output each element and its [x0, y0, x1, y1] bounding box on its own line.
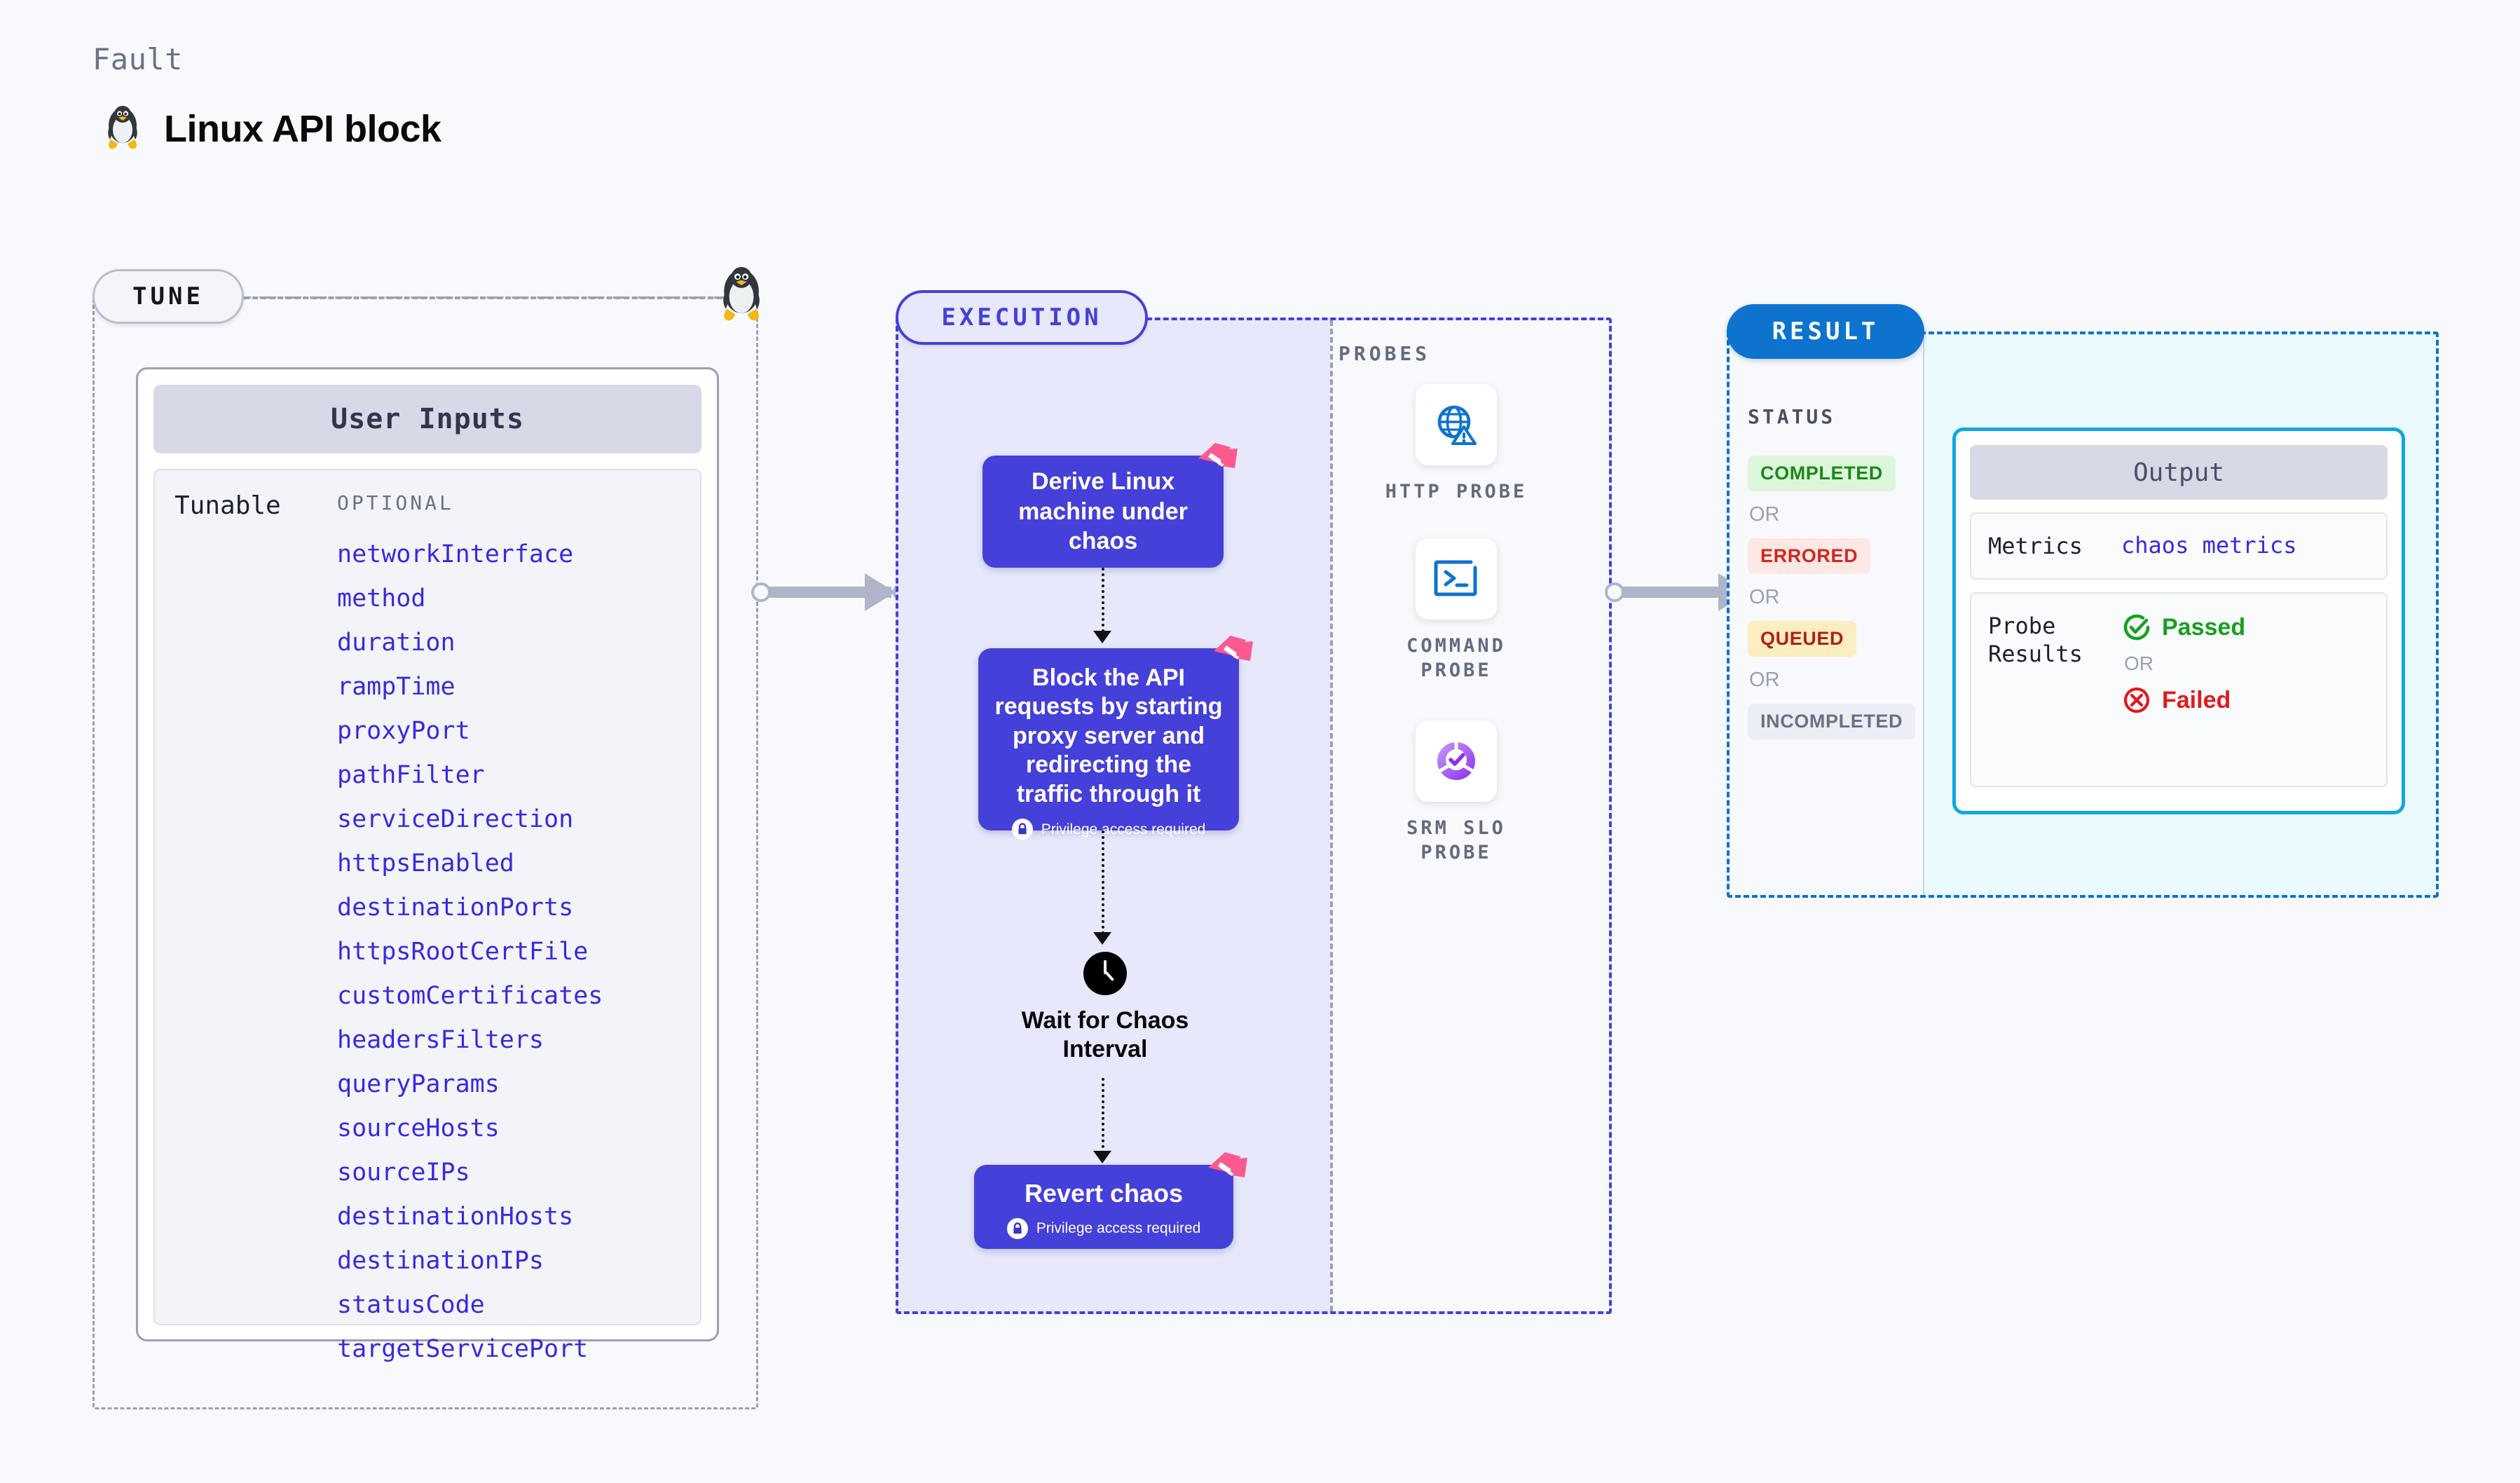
metrics-key: Metrics: [1988, 533, 2083, 559]
lock-icon: [1006, 1218, 1028, 1239]
result-section-pill[interactable]: RESULT: [1727, 304, 1924, 359]
parameter-item[interactable]: destinationIPs: [337, 1247, 545, 1275]
tune-to-execution-arrow: [751, 573, 912, 611]
connector-block-to-wait: [1102, 831, 1104, 934]
tunable-body: Tunable OPTIONAL networkInterface method d…: [153, 469, 701, 1362]
parameter-item[interactable]: pathFilter: [337, 761, 485, 789]
probe-result-failed: Failed: [2121, 685, 2369, 716]
probes-title: PROBES: [1338, 342, 1431, 365]
optional-parameters-column: OPTIONAL networkInterface method duration r…: [337, 491, 700, 1362]
connector-derive-to-block: [1102, 568, 1104, 632]
execution-node-wait-interval-label: Wait for Chaos Interval: [1021, 1007, 1189, 1063]
parameter-item[interactable]: duration: [337, 629, 456, 657]
probe-result-failed-label: Failed: [2162, 686, 2231, 713]
output-card: Output Metrics chaos metrics Probe Resul…: [1952, 428, 2405, 814]
x-circle-icon: [2123, 687, 2150, 713]
tune-connector-line: [244, 296, 730, 299]
status-badge: INCOMPLETED: [1748, 704, 1916, 739]
slo-donut-check-icon: [1416, 720, 1497, 802]
tux-penguin-icon: [102, 104, 143, 153]
terminal-icon: [1416, 538, 1497, 620]
globe-warning-icon: [1416, 384, 1497, 465]
connector-wait-to-revert: [1102, 1078, 1104, 1154]
litmus-chaos-badge-icon: [1214, 636, 1253, 661]
execution-node-block-api-label: Block the API requests by starting proxy…: [994, 664, 1223, 807]
privilege-access-label: Privilege access required: [1036, 1220, 1201, 1236]
page-title-row: Linux API block: [102, 104, 441, 153]
probe-srm-slo[interactable]: SRM SLO PROBE: [1365, 720, 1547, 865]
parameter-item[interactable]: targetServicePort: [337, 1335, 589, 1363]
probe-result-passed: Passed: [2121, 612, 2369, 643]
user-inputs-card: User Inputs Tunable OPTIONAL networkInte…: [136, 367, 719, 1362]
probe-command[interactable]: COMMAND PROBE: [1365, 538, 1547, 683]
execution-section-pill[interactable]: EXECUTION: [896, 290, 1148, 345]
arrowhead-wait-to-revert: [1093, 1151, 1111, 1163]
tux-penguin-marker-icon: [716, 265, 767, 327]
optional-heading: OPTIONAL: [337, 491, 454, 514]
metrics-value[interactable]: chaos metrics: [2121, 532, 2297, 559]
status-badge: QUEUED: [1748, 621, 1857, 657]
execution-node-block-api[interactable]: Block the API requests by starting proxy…: [978, 636, 1253, 840]
fault-eyebrow-label: Fault: [93, 42, 183, 76]
parameter-item[interactable]: networkInterface: [337, 540, 574, 568]
parameter-item[interactable]: statusCode: [337, 1291, 485, 1319]
probes-subregion: [1330, 320, 1609, 1311]
lock-icon: [1011, 819, 1033, 840]
parameter-item[interactable]: headersFilters: [337, 1026, 545, 1054]
tune-section-pill[interactable]: TUNE: [93, 269, 244, 324]
parameter-item[interactable]: proxyPort: [337, 717, 470, 745]
parameter-item[interactable]: sourceIPs: [337, 1159, 470, 1187]
probe-command-label: COMMAND PROBE: [1406, 635, 1506, 682]
parameter-item[interactable]: method: [337, 585, 426, 613]
litmus-chaos-badge-icon: [1198, 443, 1238, 468]
privilege-access-label: Privilege access required: [1041, 821, 1206, 838]
probe-result-passed-label: Passed: [2162, 613, 2246, 641]
privilege-access-badge: Privilege access required: [991, 819, 1226, 840]
probe-results-key: Probe Results: [1988, 613, 2083, 667]
probe-srm-slo-label: SRM SLO PROBE: [1406, 817, 1506, 864]
status-or-label: OR: [1749, 669, 1780, 691]
parameter-list: networkInterface method duration rampTime pr…: [337, 542, 700, 1362]
parameter-item[interactable]: rampTime: [337, 673, 456, 701]
parameter-item[interactable]: serviceDirection: [337, 805, 574, 833]
arrowhead-derive-to-block: [1093, 631, 1111, 643]
output-row-metrics: Metrics chaos metrics: [1970, 512, 2388, 580]
tunable-group-label: Tunable: [174, 491, 281, 520]
parameter-item[interactable]: customCertificates: [337, 982, 603, 1010]
check-circle-icon: [2123, 614, 2150, 641]
page-header: Fault Linux API block: [93, 42, 441, 153]
execution-node-revert-chaos[interactable]: Revert chaos Privilege access required: [974, 1152, 1247, 1249]
execution-node-derive[interactable]: Derive Linux machine under chaos: [982, 443, 1238, 568]
output-row-probe-results: Probe Results Passed OR Failed: [1970, 592, 2388, 787]
status-or-label: OR: [1749, 586, 1780, 608]
status-badge: ERRORED: [1748, 538, 1871, 574]
probe-http-label: HTTP PROBE: [1385, 481, 1528, 503]
parameter-item[interactable]: sourceHosts: [337, 1114, 500, 1142]
clock-icon: [1083, 952, 1127, 995]
parameter-item[interactable]: httpsEnabled: [337, 849, 514, 877]
parameter-item[interactable]: queryParams: [337, 1070, 500, 1098]
privilege-access-badge: Privilege access required: [974, 1218, 1233, 1239]
page-title: Linux API block: [164, 108, 441, 150]
parameter-item[interactable]: destinationHosts: [337, 1203, 574, 1231]
arrowhead-block-to-wait: [1093, 932, 1111, 945]
status-title: STATUS: [1748, 405, 1836, 428]
probe-result-or-label: OR: [2124, 652, 2153, 674]
litmus-chaos-badge-icon: [1208, 1152, 1247, 1177]
status-badge: COMPLETED: [1748, 456, 1896, 491]
status-or-label: OR: [1749, 503, 1780, 526]
parameter-item[interactable]: destinationPorts: [337, 894, 574, 922]
probe-http[interactable]: HTTP PROBE: [1365, 384, 1547, 504]
output-header: Output: [1970, 445, 2388, 500]
execution-node-revert-chaos-label: Revert chaos: [1024, 1179, 1184, 1208]
parameter-item[interactable]: httpsRootCertFile: [337, 938, 589, 966]
status-list: COMPLETED OR ERRORED OR QUEUED OR INCOMPLETED: [1748, 456, 1923, 739]
user-inputs-header: User Inputs: [153, 385, 701, 453]
execution-node-wait-interval[interactable]: Wait for Chaos Interval: [982, 952, 1228, 1065]
execution-node-derive-label: Derive Linux machine under chaos: [1018, 468, 1188, 555]
